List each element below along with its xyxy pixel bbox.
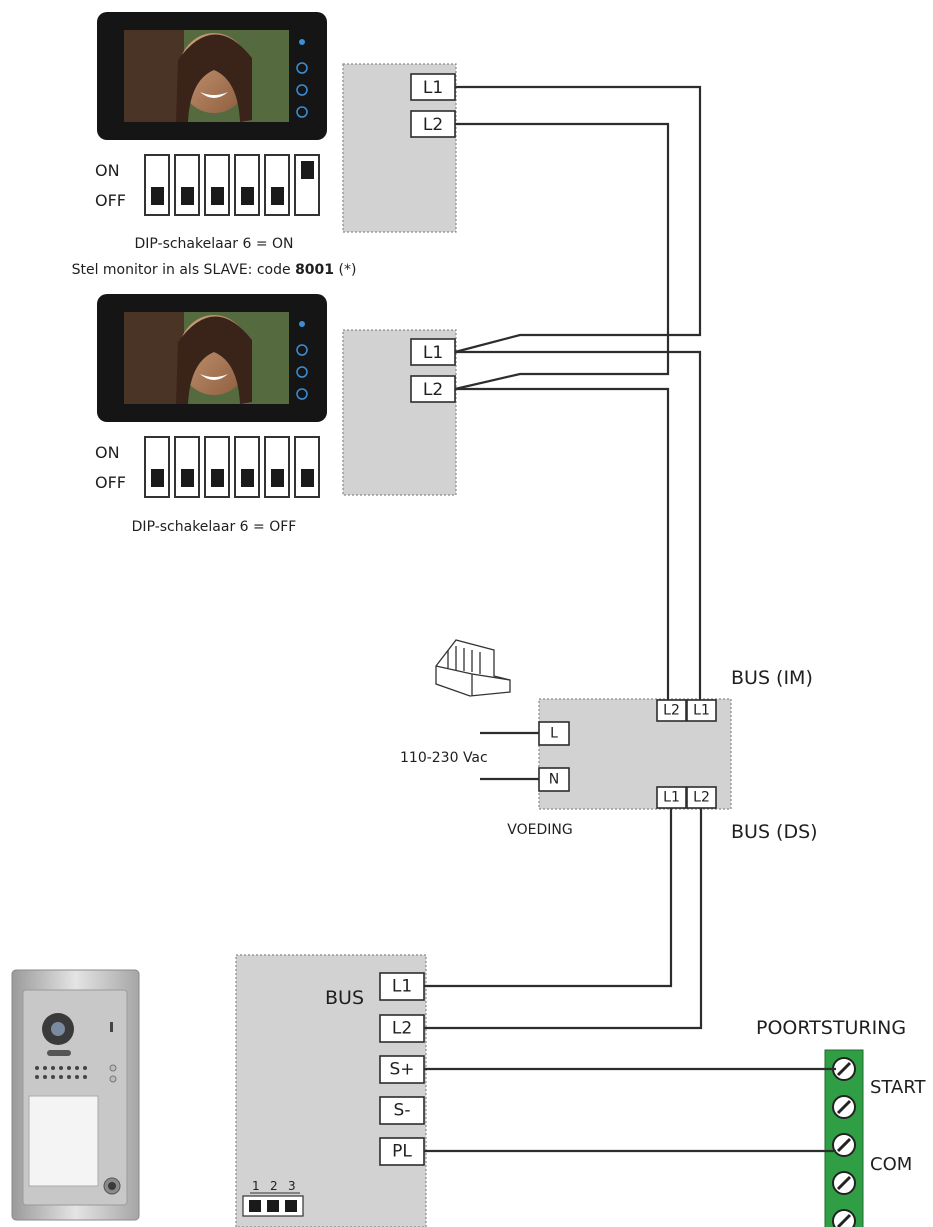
monitor-1-dip-switch: ON OFF xyxy=(95,154,320,216)
monitor-1-dip-on-label: ON xyxy=(95,161,120,180)
gate-terminal-screw-5 xyxy=(832,1209,856,1227)
monitor-2-terminal-l1: L1 xyxy=(410,338,456,366)
svg-text:L2: L2 xyxy=(693,790,710,806)
monitor-2-dip-switch-1 xyxy=(144,436,170,498)
gate-com-label: COM xyxy=(870,1154,912,1175)
monitor-1-dip-switch-4 xyxy=(234,154,260,216)
jumper-number-1: 1 xyxy=(252,1179,260,1193)
jumper-number-2: 2 xyxy=(270,1179,278,1193)
gate-start-label: START xyxy=(870,1077,927,1098)
wire-door-l2 xyxy=(424,808,703,1030)
door-station-jumper-block: 1 2 3 xyxy=(242,1179,304,1217)
svg-text:S-: S- xyxy=(394,1101,411,1121)
din-rail-psu-icon xyxy=(435,639,511,697)
psu-terminal-mains-l: L xyxy=(538,721,570,746)
svg-text:L1: L1 xyxy=(392,977,412,997)
door-station-bus-label: BUS xyxy=(325,987,364,1009)
svg-text:L1: L1 xyxy=(423,343,443,363)
monitor-1-dip-switch-2 xyxy=(174,154,200,216)
monitor-1-terminal-l2: L2 xyxy=(410,110,456,138)
psu-terminal-bottom-l1: L1 xyxy=(656,786,687,809)
jumper-number-3: 3 xyxy=(288,1179,296,1193)
wire-monitor-1-l1 xyxy=(454,85,702,354)
svg-text:L1: L1 xyxy=(663,790,680,806)
monitor-1-dip-switch-6 xyxy=(294,154,320,216)
monitor-2-caption: DIP-schakelaar 6 = OFF xyxy=(132,519,297,535)
monitor-1 xyxy=(97,12,327,140)
wire-monitor-2-l1 xyxy=(455,350,702,700)
gate-terminal-screw-1 xyxy=(832,1057,856,1081)
svg-text:L2: L2 xyxy=(423,115,443,135)
gate-terminal-screw-2 xyxy=(832,1095,856,1119)
svg-text:L: L xyxy=(550,726,558,742)
bus-ds-label: BUS (DS) xyxy=(731,821,818,843)
monitor-2-dip-switch-4 xyxy=(234,436,260,498)
gate-terminal-screw-4 xyxy=(832,1171,856,1195)
svg-text:L1: L1 xyxy=(693,703,710,719)
door-station-speaker-grille xyxy=(35,1066,87,1079)
monitor-2-dip-switch-2 xyxy=(174,436,200,498)
monitor-1-caption-line1: DIP-schakelaar 6 = ON xyxy=(134,236,293,252)
wire-monitor-2-l2 xyxy=(455,387,670,700)
monitor-1-caption-line2: Stel monitor in als SLAVE: code 8001 (*) xyxy=(72,262,357,278)
gate-control-title: POORTSTURING xyxy=(756,1017,906,1039)
wire-door-l1 xyxy=(424,808,673,988)
monitor-2-dip-switch-5 xyxy=(264,436,290,498)
psu-terminal-top-l1: L1 xyxy=(686,699,717,722)
gate-control-terminal-block xyxy=(824,1049,864,1227)
svg-text:L2: L2 xyxy=(423,380,443,400)
svg-text:N: N xyxy=(549,772,559,788)
psu-terminal-top-l2: L2 xyxy=(656,699,687,722)
svg-text:L2: L2 xyxy=(663,703,680,719)
monitor-1-dip-off-label: OFF xyxy=(95,191,126,210)
monitor-1-terminal-l1: L1 xyxy=(410,73,456,101)
monitor-1-dip-switch-1 xyxy=(144,154,170,216)
monitor-2-dip-on-label: ON xyxy=(95,443,120,462)
monitor-2-dip-switch-3 xyxy=(204,436,230,498)
psu-terminal-mains-n: N xyxy=(538,767,570,792)
door-station xyxy=(11,969,140,1221)
door-station-terminal-s-plus: S+ xyxy=(379,1055,425,1084)
mains-voltage-label: 110-230 Vac xyxy=(400,750,488,766)
wire-monitor-1-l2 xyxy=(454,122,670,391)
svg-text:PL: PL xyxy=(392,1142,412,1162)
monitor-2-terminal-l2: L2 xyxy=(410,375,456,403)
monitor-2-dip-switch-6 xyxy=(294,436,320,498)
door-station-terminal-s-minus: S- xyxy=(379,1096,425,1125)
svg-text:L1: L1 xyxy=(423,78,443,98)
door-station-terminal-l1: L1 xyxy=(379,972,425,1001)
bus-im-label: BUS (IM) xyxy=(731,667,813,689)
door-station-terminal-pl: PL xyxy=(379,1137,425,1166)
monitor-1-dip-switch-5 xyxy=(264,154,290,216)
gate-terminal-screw-3 xyxy=(832,1133,856,1157)
monitor-2 xyxy=(97,294,327,422)
monitor-2-dip-off-label: OFF xyxy=(95,473,126,492)
wires xyxy=(424,85,836,1153)
monitor-1-dip-switch-3 xyxy=(204,154,230,216)
monitor-2-dip-switch: ON OFF xyxy=(95,436,320,498)
power-supply-caption: VOEDING xyxy=(507,822,572,838)
svg-text:S+: S+ xyxy=(389,1060,414,1080)
psu-terminal-bottom-l2: L2 xyxy=(686,786,717,809)
door-station-terminal-l2: L2 xyxy=(379,1014,425,1043)
door-station-name-card xyxy=(28,1095,99,1187)
svg-text:L2: L2 xyxy=(392,1019,412,1039)
